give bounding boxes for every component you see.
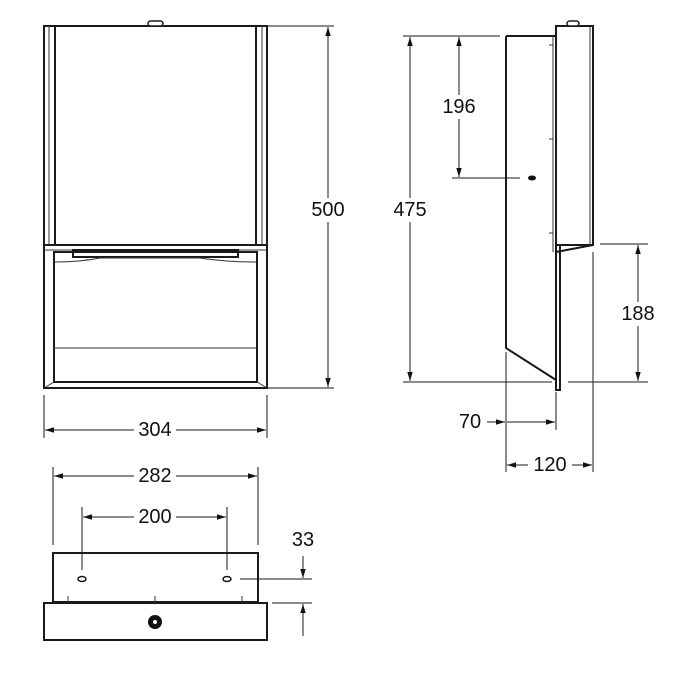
dim-label-lower-height: 188 <box>621 303 654 325</box>
dim-label-wall-depth: 70 <box>459 411 481 433</box>
cabinet-side <box>555 25 594 246</box>
dim-label-total-depth: 120 <box>533 454 566 476</box>
dim-label-front-height: 500 <box>311 199 344 221</box>
lock-knob-icon <box>566 20 580 27</box>
flange <box>555 244 561 391</box>
dimension-304: 304 <box>43 395 268 442</box>
dispensing-slot <box>72 249 239 258</box>
lower-box <box>43 602 268 641</box>
dimension-70: 70 <box>459 352 557 472</box>
bottom-view <box>43 552 268 641</box>
dimension-475: 475 <box>390 35 552 383</box>
lower-frame <box>53 251 258 383</box>
dim-label-hole-offset: 33 <box>292 529 314 551</box>
dimension-200: 200 <box>81 505 228 570</box>
front-view <box>43 20 268 389</box>
side-view <box>505 20 594 391</box>
slot-hole-icon <box>222 575 232 583</box>
dimension-120: 120 <box>507 252 594 477</box>
dim-label-side-height: 475 <box>393 199 426 221</box>
dimension-188: 188 <box>568 243 660 383</box>
dimension-196: 196 <box>440 37 520 179</box>
dim-label-hole-height: 196 <box>442 96 475 118</box>
wall-box-outline <box>505 35 557 381</box>
dim-label-front-width: 304 <box>138 419 171 441</box>
dimension-33: 33 <box>240 529 314 636</box>
front-outline <box>43 25 268 389</box>
dimension-282: 282 <box>52 464 259 545</box>
dim-label-hole-spacing: 200 <box>138 506 171 528</box>
lock-knob-icon <box>147 20 164 27</box>
dim-label-bottom-width: 282 <box>138 465 171 487</box>
mounting-hole-icon <box>528 175 536 181</box>
dimension-500: 500 <box>267 25 346 389</box>
slot-hole-icon <box>77 575 87 583</box>
